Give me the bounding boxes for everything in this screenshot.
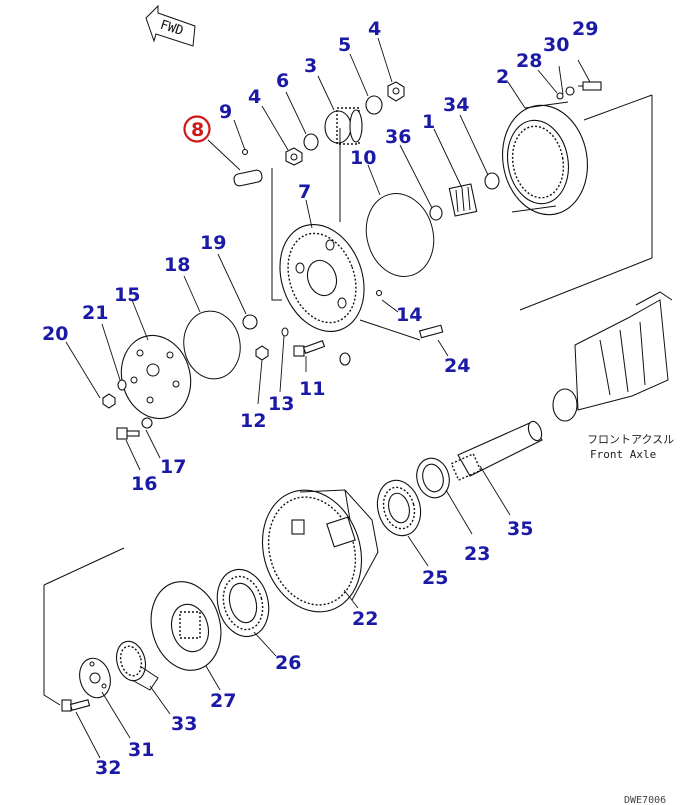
bolt-16[interactable] xyxy=(116,427,140,440)
callout-18[interactable]: 18 xyxy=(164,254,190,276)
plate-31[interactable] xyxy=(75,655,114,701)
callout-12[interactable]: 12 xyxy=(240,410,266,432)
front-axle-note-jp: フロントアクスル xyxy=(587,433,674,446)
callout-25[interactable]: 25 xyxy=(422,567,448,589)
callout-1[interactable]: 1 xyxy=(422,111,435,133)
bearing-25[interactable] xyxy=(371,476,426,541)
callout-20[interactable]: 20 xyxy=(42,323,68,345)
washer-21[interactable] xyxy=(117,379,127,391)
callout-36[interactable]: 36 xyxy=(385,126,411,148)
hub-22[interactable] xyxy=(247,477,379,625)
callout-23[interactable]: 23 xyxy=(464,543,490,565)
bolt-11[interactable] xyxy=(293,340,326,357)
pin-8[interactable] xyxy=(233,169,263,187)
callout-4-top[interactable]: 4 xyxy=(368,18,381,40)
callout-15[interactable]: 15 xyxy=(114,284,140,306)
nut-4-top[interactable] xyxy=(387,81,405,102)
seal-23[interactable] xyxy=(412,455,453,502)
bracket-line-left xyxy=(271,168,282,301)
washer-5[interactable] xyxy=(365,95,383,115)
callout-28[interactable]: 28 xyxy=(516,50,542,72)
bracket-line-lower xyxy=(43,547,125,706)
bolt-29[interactable] xyxy=(578,81,602,91)
callout-9[interactable]: 9 xyxy=(219,101,232,123)
callout-4[interactable]: 4 xyxy=(248,86,261,108)
callout-13[interactable]: 13 xyxy=(268,393,294,415)
nut-4[interactable] xyxy=(285,147,303,166)
ball-9[interactable] xyxy=(241,148,249,156)
callout-14[interactable]: 14 xyxy=(396,304,422,326)
o-ring-10[interactable] xyxy=(357,186,442,284)
washer-30[interactable] xyxy=(565,86,575,96)
callout-8[interactable]: 8 xyxy=(191,119,204,141)
bolt-20[interactable] xyxy=(102,393,116,409)
bolt-32[interactable] xyxy=(61,699,91,712)
lock-plate-33[interactable] xyxy=(112,638,159,691)
fwd-direction-arrow: FWD xyxy=(145,4,196,47)
callout-17[interactable]: 17 xyxy=(160,456,186,478)
callout-10[interactable]: 10 xyxy=(350,147,376,169)
bracket-line-right xyxy=(519,94,653,311)
callout-30[interactable]: 30 xyxy=(543,34,569,56)
front-axle-housing xyxy=(552,291,673,422)
washer-13[interactable] xyxy=(281,327,289,337)
washer-parts[interactable] xyxy=(339,352,351,366)
callout-31[interactable]: 31 xyxy=(128,739,154,761)
stud-24[interactable] xyxy=(359,319,444,341)
callout-3[interactable]: 3 xyxy=(304,55,317,77)
callout-29[interactable]: 29 xyxy=(572,18,598,40)
bearing-26[interactable] xyxy=(210,564,276,643)
callout-5[interactable]: 5 xyxy=(338,34,351,56)
washer-17[interactable] xyxy=(141,417,153,429)
callout-19[interactable]: 19 xyxy=(200,232,226,254)
pin-28[interactable] xyxy=(556,92,564,100)
callout-32[interactable]: 32 xyxy=(95,757,121,779)
callout-2[interactable]: 2 xyxy=(496,66,509,88)
callout-16[interactable]: 16 xyxy=(131,473,157,495)
callout-11[interactable]: 11 xyxy=(299,378,325,400)
ball-14[interactable] xyxy=(375,289,383,297)
callout-35[interactable]: 35 xyxy=(507,518,533,540)
callout-26[interactable]: 26 xyxy=(275,652,301,674)
ring-gear-2[interactable] xyxy=(494,99,596,222)
leader-lines xyxy=(65,37,591,759)
cover-15[interactable] xyxy=(112,328,199,427)
callout-6[interactable]: 6 xyxy=(276,70,289,92)
nut-12[interactable] xyxy=(255,345,269,361)
callout-8-highlighted[interactable]: 8 xyxy=(183,115,211,143)
needle-bearing-1[interactable] xyxy=(448,183,478,217)
shaft-35[interactable] xyxy=(450,420,544,482)
front-axle-note-en: Front Axle xyxy=(590,448,656,461)
carrier-7[interactable] xyxy=(266,213,379,344)
callout-24[interactable]: 24 xyxy=(444,355,470,377)
callout-34[interactable]: 34 xyxy=(443,94,469,116)
callouts: 29 30 28 2 34 1 36 10 4 5 3 6 4 9 8 7 14… xyxy=(42,18,598,779)
plug-19[interactable] xyxy=(242,314,258,330)
callout-21[interactable]: 21 xyxy=(82,302,108,324)
washer-6[interactable] xyxy=(303,133,319,151)
callout-33[interactable]: 33 xyxy=(171,713,197,735)
retainer-27[interactable] xyxy=(142,574,231,679)
washer-34[interactable] xyxy=(484,172,500,190)
callout-7[interactable]: 7 xyxy=(298,181,311,203)
o-ring-18[interactable] xyxy=(179,307,246,384)
callout-22[interactable]: 22 xyxy=(352,608,378,630)
planet-gear-3[interactable] xyxy=(324,107,363,145)
snap-ring-36[interactable] xyxy=(429,205,443,221)
callout-27[interactable]: 27 xyxy=(210,690,236,712)
fwd-label: FWD xyxy=(158,18,185,40)
drawing-stamp: DWE7006 xyxy=(624,795,666,805)
